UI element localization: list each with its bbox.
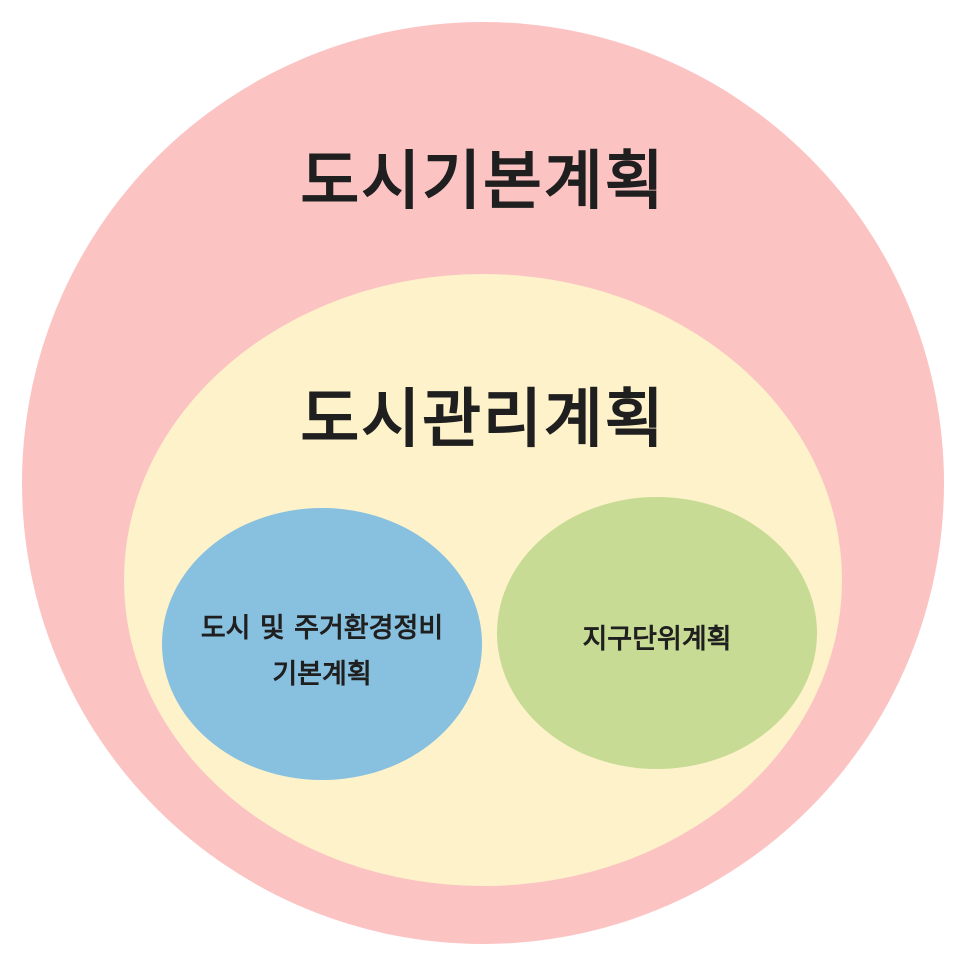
- urban-residential-improvement-plan-label-line1: 도시 및 주거환경정비: [200, 613, 444, 644]
- urban-basic-plan-label: 도시기본계획: [300, 145, 666, 219]
- district-unit-plan-label: 지구단위계획: [582, 624, 732, 655]
- urban-residential-improvement-plan-label-line2: 기본계획: [272, 659, 372, 690]
- urban-residential-improvement-plan-label: 도시 및 주거환경정비 기본계획: [162, 606, 482, 698]
- urban-management-plan-label: 도시관리계획: [300, 383, 666, 457]
- district-unit-plan-ellipse: [497, 497, 817, 769]
- urban-residential-improvement-plan-ellipse: [162, 508, 482, 780]
